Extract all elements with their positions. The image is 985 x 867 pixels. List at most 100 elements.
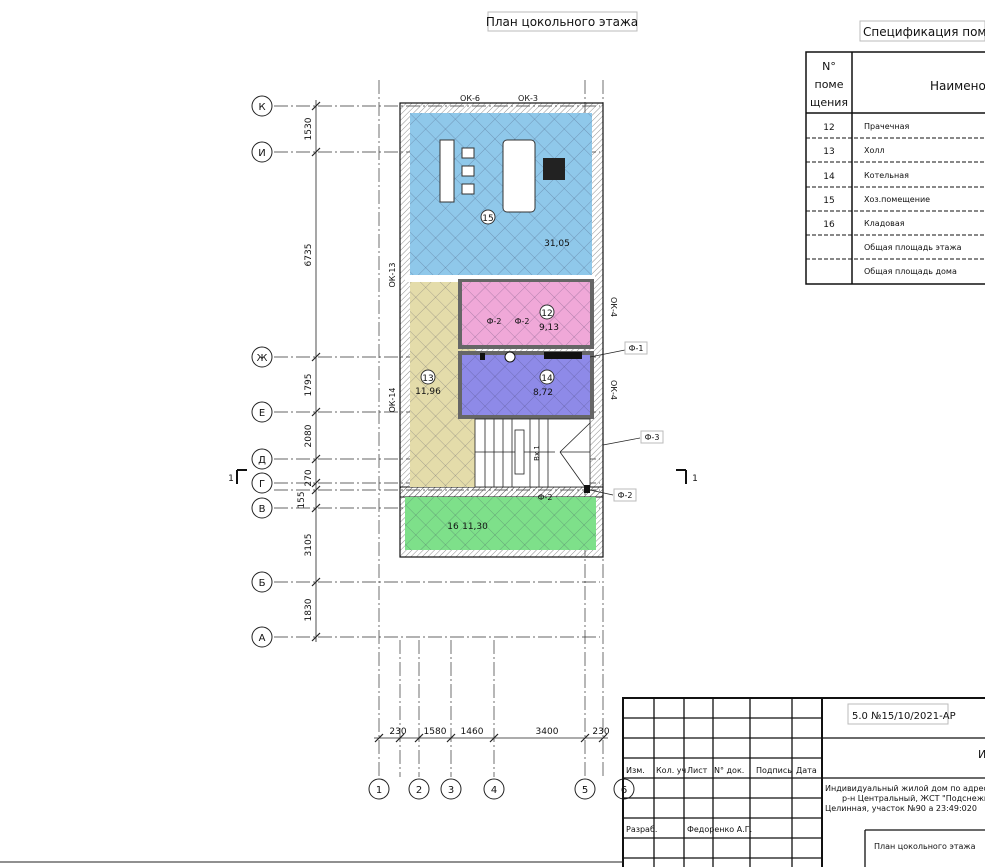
svg-text:155: 155: [297, 491, 307, 508]
svg-text:В: В: [259, 504, 266, 515]
svg-text:Наименов: Наименов: [930, 79, 985, 93]
svg-text:4: 4: [491, 785, 497, 796]
svg-text:Ф-2: Ф-2: [618, 491, 633, 500]
spec-title: Спецификация помещ: [863, 25, 985, 39]
svg-text:15: 15: [482, 214, 493, 224]
svg-text:3400: 3400: [536, 727, 559, 737]
stair-label: Вх 1: [533, 445, 541, 461]
svg-text:3105: 3105: [304, 534, 314, 557]
svg-text:План цокольного этажа: План цокольного этажа: [874, 842, 976, 851]
svg-text:16: 16: [823, 220, 835, 230]
svg-text:N°: N°: [822, 60, 836, 73]
svg-text:поме: поме: [815, 78, 844, 91]
svg-text:Кладовая: Кладовая: [864, 219, 905, 228]
svg-text:Ф-2: Ф-2: [515, 317, 530, 326]
axis-marker-i: И: [251, 141, 273, 163]
svg-text:11,96: 11,96: [415, 387, 441, 397]
svg-text:230: 230: [389, 727, 406, 737]
svg-text:1795: 1795: [304, 374, 314, 397]
svg-text:Ф-3: Ф-3: [645, 433, 660, 442]
plan-title: План цокольного этажа: [486, 15, 638, 29]
svg-text:11,30: 11,30: [462, 522, 488, 532]
room-15: 15 31,05: [410, 113, 592, 275]
svg-text:ОК-4: ОК-4: [609, 380, 618, 400]
row-axis-markers: К И Ж Е Д Г В Б А: [251, 95, 273, 648]
svg-text:щения: щения: [810, 96, 848, 109]
axis-marker-a: А: [251, 626, 273, 648]
horizontal-dimensions: 230 1580 1460 3400 230: [374, 727, 610, 743]
svg-text:N° док.: N° док.: [714, 766, 744, 775]
svg-text:Общая площадь дома: Общая площадь дома: [864, 267, 957, 276]
svg-text:8,72: 8,72: [533, 388, 553, 398]
svg-text:А: А: [259, 633, 266, 644]
window-labels: ОК-6 ОК-3 ОК-13 ОК-14 ОК-4 ОК-4: [388, 94, 618, 413]
section-mark-left: 1: [228, 469, 247, 484]
svg-text:Разраб.: Разраб.: [626, 825, 657, 834]
svg-text:К: К: [258, 102, 265, 113]
axis-marker-3: 3: [440, 778, 462, 800]
axis-marker-1: 1: [368, 778, 390, 800]
svg-text:И: И: [258, 148, 265, 159]
svg-text:16: 16: [447, 522, 459, 532]
tv-icon: [543, 158, 565, 180]
axis-marker-zh: Ж: [251, 346, 273, 368]
plan-title-frame: [487, 11, 638, 32]
room-16: 16 11,30 Ф-2: [405, 493, 596, 550]
svg-text:1830: 1830: [304, 598, 314, 621]
svg-text:Ф-2: Ф-2: [487, 317, 502, 326]
svg-text:6735: 6735: [304, 244, 314, 267]
room-14: 14 8,72: [462, 351, 590, 415]
svg-text:1: 1: [376, 785, 382, 796]
svg-text:Ф-2: Ф-2: [538, 493, 553, 502]
svg-text:31,05: 31,05: [544, 239, 570, 249]
inner-wall: [399, 486, 604, 498]
svg-text:Подпись: Подпись: [756, 766, 792, 775]
svg-text:Ф-1: Ф-1: [629, 344, 644, 353]
project-code: 5.0 №15/10/2021-АР: [852, 711, 956, 722]
spec-table: Спецификация помещ N° поме щения Наимено…: [805, 20, 985, 285]
axis-marker-2: 2: [408, 778, 430, 800]
svg-text:Ж: Ж: [257, 353, 268, 364]
svg-text:Федоренко А.Г.: Федоренко А.Г.: [687, 825, 752, 834]
svg-text:13: 13: [422, 374, 433, 384]
svg-text:Лист: Лист: [687, 766, 708, 775]
table-icon: [439, 139, 455, 203]
svg-text:Хоз.помещение: Хоз.помещение: [864, 195, 930, 204]
svg-text:Е: Е: [259, 408, 265, 419]
svg-text:12: 12: [823, 123, 834, 133]
svg-text:Прачечная: Прачечная: [864, 122, 910, 131]
svg-text:15: 15: [823, 196, 834, 206]
axis-marker-v: В: [251, 497, 273, 519]
svg-text:ОК-3: ОК-3: [518, 94, 538, 103]
svg-text:И: И: [978, 748, 985, 761]
svg-text:2080: 2080: [304, 424, 314, 447]
vertical-dimensions: 1530 6735 1795 2080 270 155 3105 1830: [297, 100, 321, 642]
svg-text:Общая площадь этажа: Общая площадь этажа: [864, 243, 962, 252]
svg-text:1460: 1460: [461, 727, 484, 737]
axis-marker-e: Е: [251, 401, 273, 423]
svg-text:12: 12: [541, 309, 552, 319]
axis-marker-g: Г: [251, 472, 273, 494]
svg-text:5: 5: [582, 785, 588, 796]
col-axis-markers: 1 2 3 4 5 6: [368, 778, 635, 800]
axis-marker-d: Д: [251, 448, 273, 470]
svg-text:Дата: Дата: [796, 766, 817, 775]
svg-text:1: 1: [692, 474, 698, 484]
svg-text:230: 230: [592, 727, 609, 737]
svg-text:Б: Б: [259, 578, 266, 589]
svg-text:Холл: Холл: [864, 146, 885, 155]
axis-marker-k: К: [251, 95, 273, 117]
foundation-callouts: Ф-1 Ф-3 Ф-2: [584, 341, 664, 502]
svg-text:ОК-4: ОК-4: [609, 297, 618, 317]
staircase: [474, 418, 591, 488]
svg-text:Г: Г: [259, 479, 265, 490]
svg-text:р-н Центральный, ЖСТ "Подснежн: р-н Центральный, ЖСТ "Подснежн: [842, 794, 985, 803]
section-mark-right: 1: [676, 469, 698, 484]
boiler-icon: [544, 352, 582, 359]
svg-text:Котельная: Котельная: [864, 171, 909, 180]
svg-text:13: 13: [823, 147, 834, 157]
svg-text:Целинная, участок №90 а 23:49:: Целинная, участок №90 а 23:49:020: [825, 804, 977, 813]
svg-text:14: 14: [823, 172, 835, 182]
svg-text:Кол. уч: Кол. уч: [656, 766, 686, 775]
